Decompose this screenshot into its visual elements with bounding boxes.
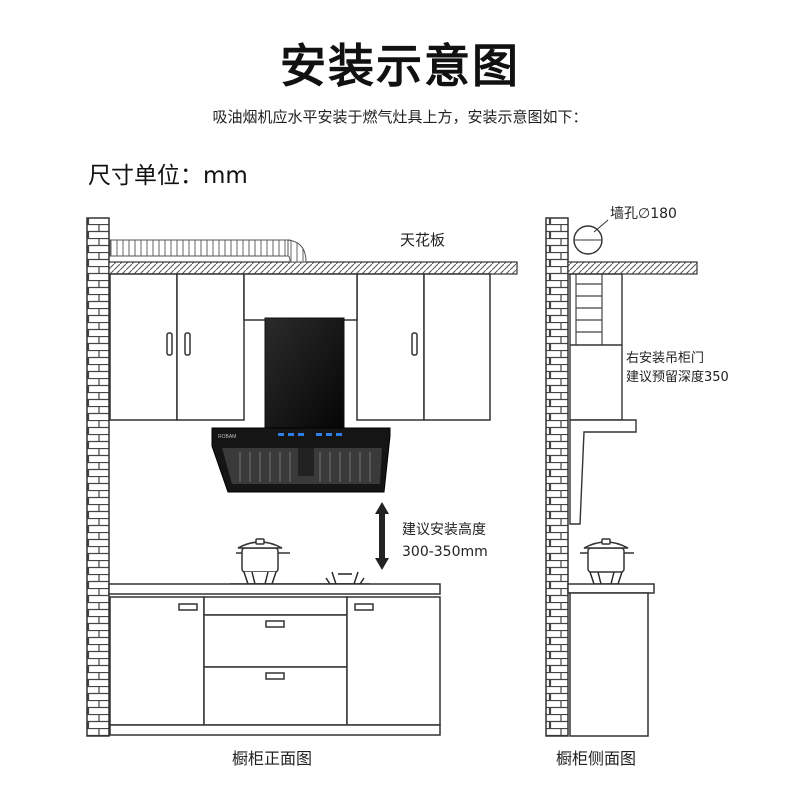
upper-cabinets	[109, 273, 491, 421]
side-hood-profile	[569, 419, 637, 525]
height-arrow	[375, 502, 389, 570]
side-view-caption: 橱柜侧面图	[556, 749, 636, 768]
side-brick-wall	[545, 217, 569, 737]
brick-wall	[86, 217, 110, 737]
base-cabinets	[109, 596, 441, 736]
unit-label: 尺寸单位：mm	[88, 163, 248, 189]
page-subtitle: 吸油烟机应水平安装于燃气灶具上方，安装示意图如下：	[212, 108, 588, 126]
hood-brand-logo: ROBAM	[218, 434, 236, 440]
hood-glass-panel	[264, 317, 345, 431]
countertop	[108, 583, 441, 595]
flexible-duct	[109, 239, 307, 263]
ceiling-slab	[108, 261, 518, 275]
page-title: 安装示意图	[280, 39, 520, 93]
cabinet-note-line1: 右安装吊柜门	[626, 351, 704, 366]
cooking-pot	[236, 538, 290, 573]
stove-burners	[230, 571, 370, 585]
side-cooking-pot	[580, 538, 634, 573]
ceiling-label: 天花板	[400, 231, 445, 249]
side-countertop	[567, 583, 655, 594]
cabinet-note-line2: 建议预留深度350	[626, 369, 729, 385]
side-ceiling-slab	[567, 261, 698, 275]
front-view: 天花板	[86, 217, 518, 768]
side-view: 墙孔∅180 右安装吊柜门 建议预留深度350	[545, 206, 729, 768]
side-burner	[589, 571, 623, 585]
wall-hole-label: 墙孔∅180	[610, 206, 677, 222]
range-hood: ROBAM	[211, 317, 391, 493]
hood-control-lights	[278, 433, 342, 436]
height-label-line1: 建议安装高度	[402, 521, 486, 538]
front-view-caption: 橱柜正面图	[232, 749, 312, 768]
side-duct	[575, 274, 603, 345]
height-label-line2: 300-350mm	[402, 544, 488, 560]
side-base-cabinet	[569, 592, 649, 737]
